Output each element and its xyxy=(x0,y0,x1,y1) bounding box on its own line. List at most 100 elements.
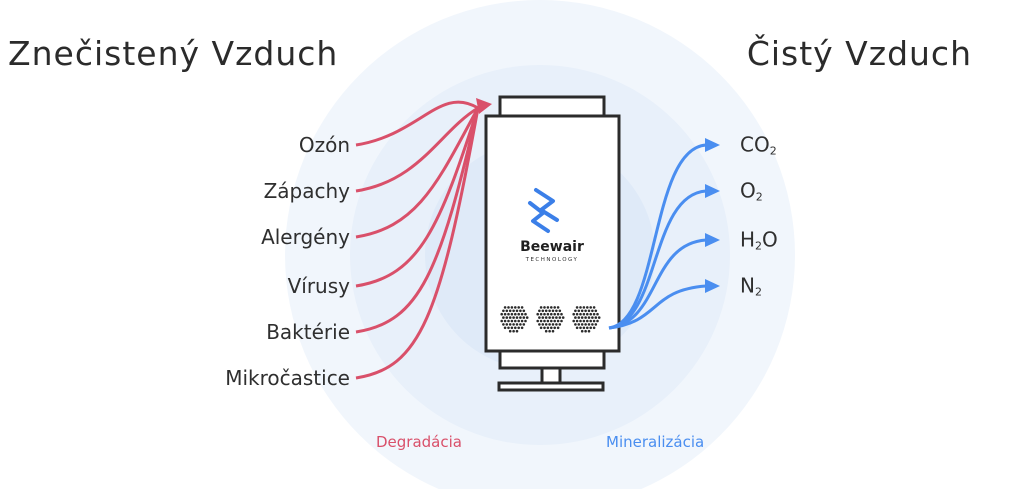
vent-hole xyxy=(575,306,579,309)
vent-hole xyxy=(556,312,560,316)
vent-hole xyxy=(503,312,507,316)
vent-hole xyxy=(558,309,562,313)
pollutant-arrow xyxy=(355,107,480,380)
vent-hole xyxy=(517,326,520,330)
vent-hole xyxy=(505,309,509,313)
vent-hole xyxy=(572,319,575,323)
vent-hole xyxy=(502,309,505,313)
vent-hole xyxy=(577,309,581,313)
vent-grille xyxy=(500,306,529,333)
vent-hole xyxy=(550,312,553,316)
vent-hole xyxy=(550,306,553,309)
product-formula: CO xyxy=(740,132,770,157)
product-formula: H xyxy=(740,227,756,252)
vent-hole xyxy=(536,319,539,323)
device-stand-base xyxy=(497,381,605,392)
vent-hole xyxy=(592,312,596,316)
vent-hole xyxy=(558,316,562,319)
vent-hole xyxy=(508,316,512,319)
vent-hole xyxy=(592,319,596,323)
product-subscript: 2 xyxy=(754,285,762,299)
vent-hole xyxy=(538,323,541,326)
vent-hole xyxy=(538,316,541,319)
vent-hole xyxy=(544,316,548,319)
vent-hole xyxy=(551,309,555,313)
vent-hole xyxy=(553,306,556,309)
vent-hole xyxy=(577,323,581,326)
vent-hole xyxy=(524,312,527,316)
vent-hole xyxy=(594,309,598,313)
vent-hole xyxy=(582,326,586,330)
device-stand-post xyxy=(540,366,562,385)
vent-hole xyxy=(543,306,546,309)
vent-hole xyxy=(541,316,545,319)
vent-hole xyxy=(551,329,555,333)
vent-hole xyxy=(580,316,584,319)
vent-hole xyxy=(589,312,592,316)
vent-hole xyxy=(584,329,587,333)
product-subscript: 2 xyxy=(755,239,763,253)
vent-hole xyxy=(507,319,510,323)
vent-hole xyxy=(500,319,504,323)
vent-hole xyxy=(524,319,527,323)
vent-hole xyxy=(560,319,563,323)
vent-hole xyxy=(589,319,592,323)
vent-hole xyxy=(536,312,539,316)
vent-hole xyxy=(515,316,519,319)
vent-hole xyxy=(582,319,586,323)
product-subscript: 2 xyxy=(755,190,763,204)
vent-hole xyxy=(586,319,589,323)
clean-air-arrow xyxy=(608,238,707,330)
beewair-logo-icon xyxy=(528,188,559,233)
clean-air-arrowhead xyxy=(705,138,720,152)
vent-hole xyxy=(522,316,526,319)
vent-hole xyxy=(543,326,546,330)
vent-hole xyxy=(515,329,519,333)
vent-hole xyxy=(574,309,577,313)
clean-air-arrowhead xyxy=(705,279,720,293)
vent-hole xyxy=(587,309,591,313)
vent-hole xyxy=(575,319,579,323)
vent-hole xyxy=(514,306,517,309)
pollutant-arrow xyxy=(355,106,479,193)
vent-hole xyxy=(508,329,512,333)
vent-hole xyxy=(520,326,524,330)
vent-hole xyxy=(539,312,543,316)
vent-hole xyxy=(541,323,545,326)
pollutant-arrow xyxy=(355,107,480,334)
vent-grilles xyxy=(500,306,601,333)
product-formula-tail: O xyxy=(762,227,778,252)
polluted-air-title: Znečistený Vzduch xyxy=(8,34,339,73)
vent-hole xyxy=(539,306,543,309)
vent-hole xyxy=(510,312,514,316)
vent-hole xyxy=(587,323,591,326)
vent-hole xyxy=(544,323,548,326)
vent-hole xyxy=(546,312,550,316)
vent-hole xyxy=(579,319,582,323)
pollutant-label: Alergény xyxy=(261,225,350,249)
vent-hole xyxy=(586,312,589,316)
vent-hole xyxy=(525,316,529,319)
vent-hole xyxy=(517,312,520,316)
vent-hole xyxy=(519,316,522,319)
product-label: H2O xyxy=(740,228,778,253)
vent-hole xyxy=(553,326,556,330)
vent-hole xyxy=(580,323,584,326)
vent-hole xyxy=(515,309,519,313)
device-bottom-cap xyxy=(498,349,606,370)
vent-hole xyxy=(502,316,505,319)
vent-hole xyxy=(514,312,517,316)
device-body xyxy=(484,114,621,353)
vent-hole xyxy=(500,312,504,316)
vent-hole xyxy=(508,323,512,326)
pollutant-arrows xyxy=(355,98,492,380)
vent-hole xyxy=(512,329,515,333)
vent-hole xyxy=(586,306,589,309)
vent-hole xyxy=(592,326,596,330)
vent-hole xyxy=(579,312,582,316)
brand-tagline: TECHNOLOGY xyxy=(525,257,579,263)
vent-hole xyxy=(561,316,565,319)
vent-hole xyxy=(510,306,514,309)
vent-hole xyxy=(548,323,551,326)
